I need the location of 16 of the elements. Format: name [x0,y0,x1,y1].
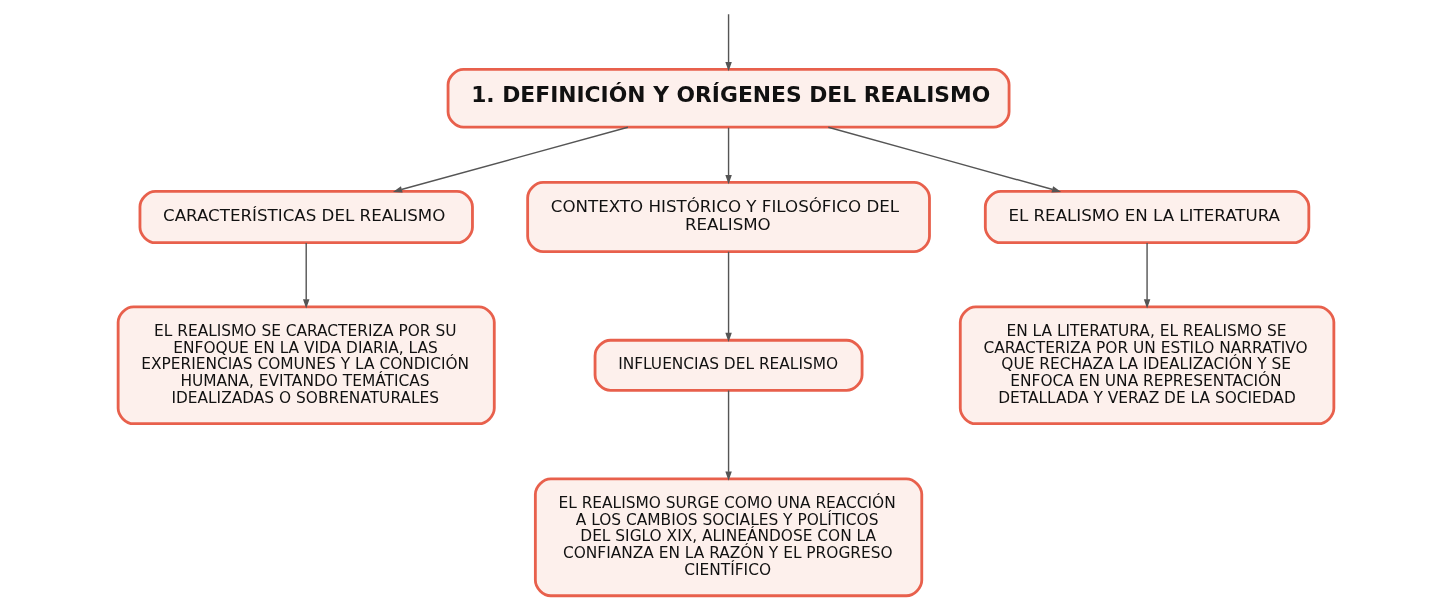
node-box: 1. DEFINICIÓN Y ORÍGENES DEL REALISMO [446,68,1010,129]
arrow [827,126,1061,193]
arrow [392,126,629,193]
node-box: EL REALISMO EN LA LITERATURA [983,189,1310,245]
node-box: CARACTERÍSTICAS DEL REALISMO [138,189,474,245]
arrow [302,242,309,309]
arrow [1143,242,1150,309]
node-box: INFLUENCIAS DEL REALISMO [593,338,863,392]
arrow [724,13,732,72]
arrow [724,389,732,481]
node-box: EL REALISMO SURGE COMO UNA REACCIÓN A LOS CAMBIOS SOCIALES Y POLÍTICOS DEL SIGLO XIX, ALINEÁNDOSE CON LA CONFIANZA EN LA RAZÓN Y EL PROGRESO CIENTÍFICO [533,477,923,598]
arrow [724,127,732,185]
node-box: EL REALISMO SE CARACTERIZA POR SU ENFOQUE EN LA VIDA DIARIA, LAS EXPERIENCIAS COMUNES Y LA CONDICIÓN HUMANA, EVITANDO TEMÁTICAS IDEALIZADAS O SOBRENATURALES [116,305,496,426]
arrow [724,251,732,342]
node-box: CONTEXTO HISTÓRICO Y FILOSÓFICO DEL REALISMO [525,180,931,254]
node-box: EN LA LITERATURA, EL REALISMO SE CARACTERIZA POR UN ESTILO NARRATIVO QUE RECHAZA LA IDEALIZACIÓN Y SE ENFOCA EN UNA REPRESENTACIÓN DETALLADA Y VERAZ DE LA SOCIEDAD [958,305,1335,426]
